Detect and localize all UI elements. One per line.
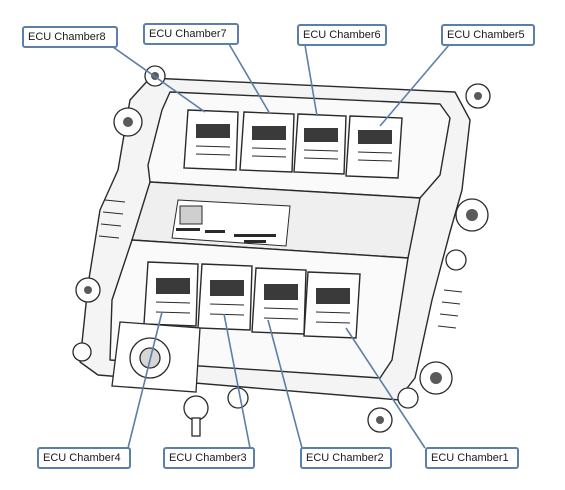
- callout-ecu-chamber5: ECU Chamber5: [441, 24, 535, 46]
- connector-chamber-8: [183, 109, 239, 171]
- connector-chamber-6: [293, 113, 347, 175]
- leader-line-chamber1: [345, 327, 426, 449]
- leader-line-chamber4: [127, 311, 163, 449]
- label-logo: [179, 205, 203, 225]
- leader-line-chamber5: [379, 44, 450, 127]
- mount-boss: [445, 249, 467, 271]
- leader-line-chamber6: [304, 44, 318, 117]
- callout-ecu-chamber6: ECU Chamber6: [297, 24, 387, 46]
- callout-ecu-chamber2: ECU Chamber2: [300, 447, 392, 469]
- callout-ecu-chamber7: ECU Chamber7: [143, 23, 239, 45]
- drain-fitting: [183, 395, 209, 421]
- connector-chamber-2: [251, 267, 307, 335]
- mount-boss: [227, 387, 249, 409]
- callout-ecu-chamber1: ECU Chamber1: [425, 447, 519, 469]
- mount-boss: [397, 387, 419, 409]
- connector-chamber-5: [345, 115, 403, 179]
- connector-chamber-1: [303, 271, 361, 339]
- mount-boss: [72, 342, 92, 362]
- leader-line-chamber3: [223, 313, 251, 449]
- leader-line-chamber2: [267, 319, 303, 449]
- callout-ecu-chamber3: ECU Chamber3: [163, 447, 255, 469]
- connector-chamber-7: [239, 111, 295, 173]
- leader-line-chamber7: [228, 43, 271, 115]
- callout-ecu-chamber4: ECU Chamber4: [37, 447, 131, 469]
- callout-ecu-chamber8: ECU Chamber8: [22, 26, 118, 48]
- leader-line-chamber8: [112, 46, 206, 113]
